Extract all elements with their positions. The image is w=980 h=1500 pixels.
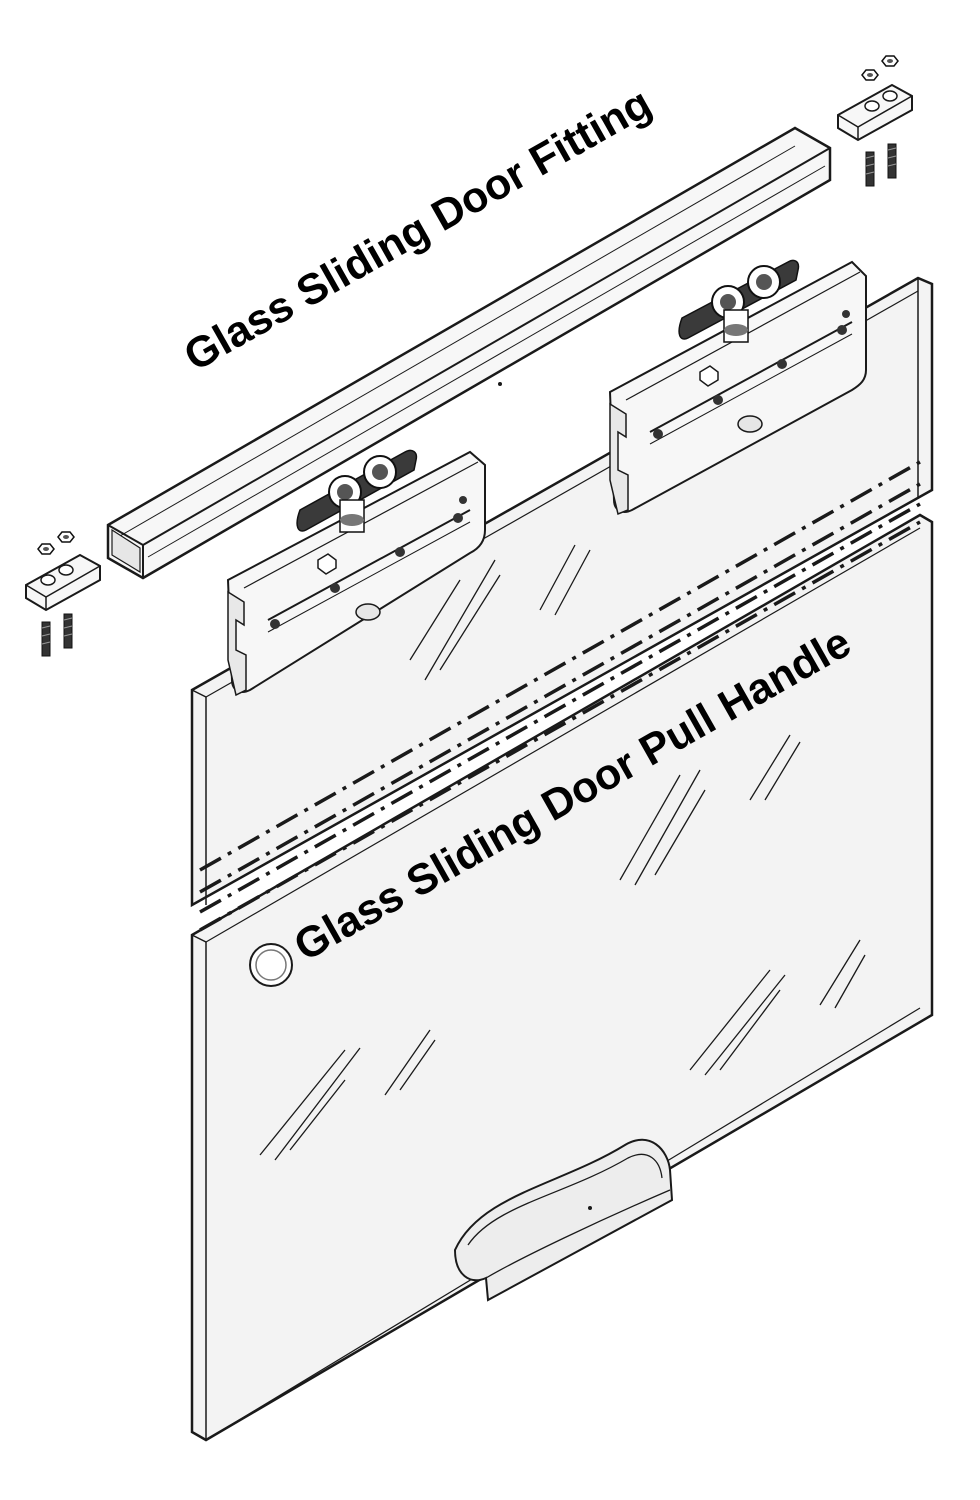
track-rail-icon	[106, 126, 832, 580]
left-end-stopper-icon	[25, 531, 101, 657]
pull-handle-icon	[453, 1138, 674, 1302]
label-fitting: Glass Sliding Door Fitting	[176, 79, 659, 381]
glass-panel-lower	[190, 513, 934, 1442]
right-end-stopper-icon	[837, 55, 913, 187]
glass-reflections	[259, 544, 866, 1161]
right-roller-carriage-icon	[608, 259, 867, 516]
break-lines	[199, 460, 921, 932]
left-roller-carriage-icon	[226, 449, 486, 697]
finger-pull-icon	[249, 943, 293, 987]
